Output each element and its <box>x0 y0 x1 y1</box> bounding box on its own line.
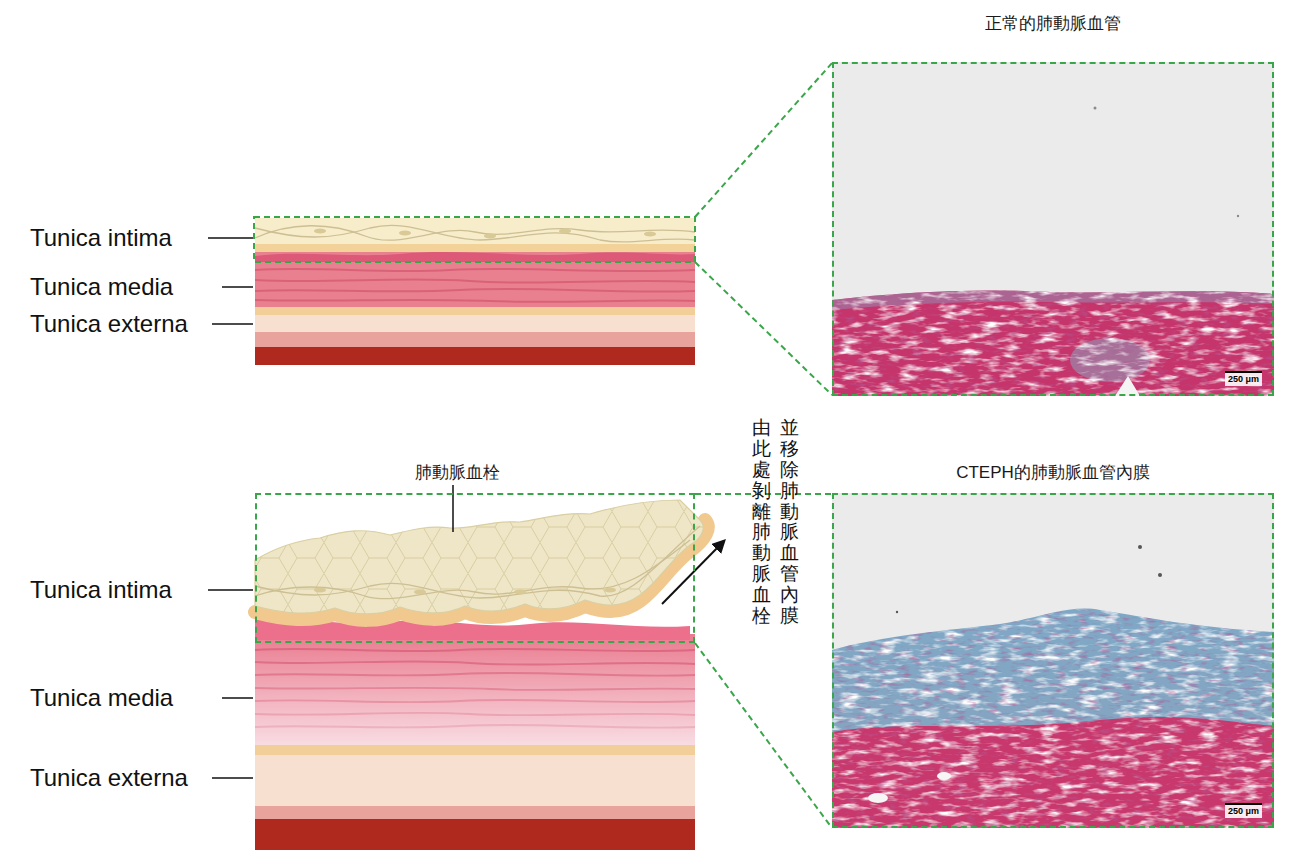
tissue-gap <box>1115 376 1140 396</box>
zoom-region: 肺動脈血栓 <box>255 493 695 643</box>
tissue-texture <box>832 288 1274 396</box>
muscle-striation <box>255 649 695 728</box>
endothelial-cell <box>255 226 695 240</box>
cell-nucleus <box>314 228 656 238</box>
debris-dot <box>1094 107 1240 218</box>
peel-arrow <box>662 541 724 604</box>
externa-layer <box>255 755 695 806</box>
normal-micrograph <box>832 62 1274 396</box>
scale-bar-label: 250 μm <box>1225 803 1262 818</box>
layer-label: Tunica externa <box>30 310 188 338</box>
thrombus-label: 肺動脈血栓 <box>415 463 500 483</box>
layer-label: Tunica intima <box>30 224 172 252</box>
panel-heading: 正常的肺動脈血管 <box>985 14 1121 34</box>
normal-vessel-wall <box>254 63 832 395</box>
leader-line <box>208 238 253 778</box>
intima-layer <box>255 218 695 248</box>
media-layer <box>255 252 695 308</box>
zoom-frame <box>254 217 695 262</box>
panel-heading: CTEPH的肺動脈血管內膜 <box>956 463 1150 483</box>
debris-dot <box>896 545 1162 613</box>
micrograph-ground <box>832 62 1274 396</box>
zoom-connector <box>695 643 832 828</box>
scale-bar-label: 250 μm <box>1225 371 1262 386</box>
tissue-texture <box>832 288 1274 396</box>
cteph-vessel-wall <box>255 485 832 850</box>
external-lamina <box>255 745 695 755</box>
muscle-striation <box>255 269 695 302</box>
externa-layer <box>255 332 695 347</box>
tissue-texture <box>832 600 1274 828</box>
procedure-note: 並移除肺動脈血管內膜 <box>780 418 799 627</box>
procedure-note: 由此處剝離肺動脈血栓 <box>752 418 771 627</box>
media-layer <box>255 634 695 746</box>
micrograph-panel: CTEPH的肺動脈血管內膜250 μm <box>832 493 1274 828</box>
media-edge <box>255 252 695 262</box>
endothelial-cell <box>255 225 695 242</box>
layer-label: Tunica externa <box>30 764 188 792</box>
thrombus-cells <box>255 526 700 599</box>
external-lamina <box>255 307 695 315</box>
zoom-line <box>695 262 832 395</box>
zoom-line <box>695 63 832 217</box>
tissue-texture <box>832 600 1274 828</box>
micrograph-ground <box>832 493 1274 828</box>
externa-layer <box>255 315 695 332</box>
externa-layer <box>255 806 695 819</box>
micrograph-panel: 正常的肺動脈血管250 μm <box>832 62 1274 396</box>
layer-label: Tunica intima <box>30 576 172 604</box>
externa-layer <box>255 819 695 850</box>
externa-layer <box>255 347 695 365</box>
layer-label: Tunica media <box>30 273 173 301</box>
cteph-micrograph <box>832 493 1274 828</box>
tissue-gap <box>868 772 951 803</box>
thrombus-texture <box>255 495 715 620</box>
layer-label: Tunica media <box>30 684 173 712</box>
